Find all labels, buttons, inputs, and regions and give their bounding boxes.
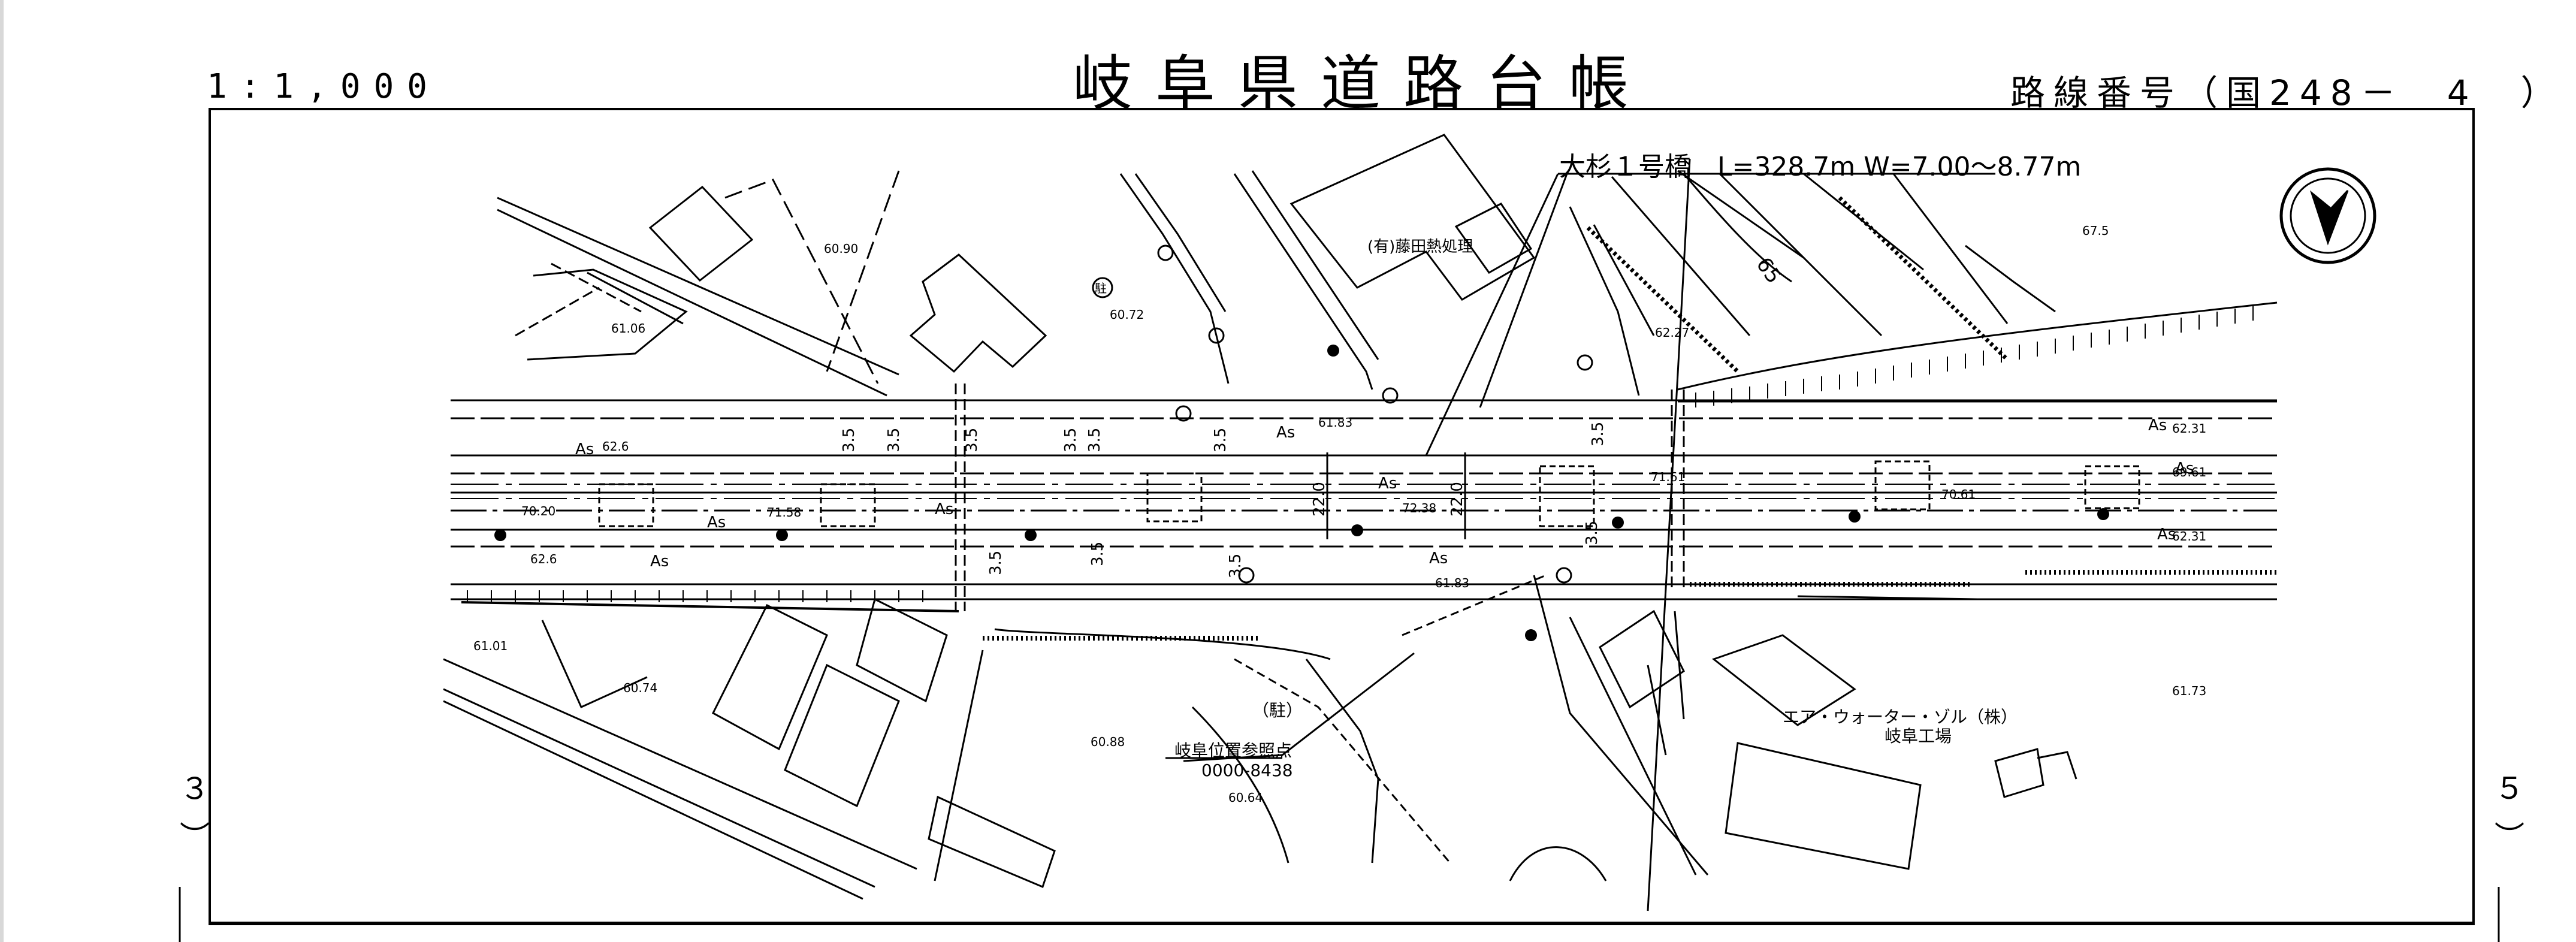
main-road bbox=[451, 399, 2277, 600]
center-width: 22.0 bbox=[1448, 482, 1466, 517]
scale-label: 1:1,000 bbox=[207, 67, 441, 106]
elevation-label: 72.38 bbox=[1402, 501, 1436, 515]
dimension-markers bbox=[1326, 452, 1466, 539]
surface-label: As bbox=[2157, 526, 2176, 544]
building-air-water-plant: 岐阜工場 bbox=[1885, 726, 1952, 746]
route-number-label: 路線番号（国248－ 4 ） bbox=[2010, 73, 2564, 113]
lane-width: 3.5 bbox=[987, 551, 1005, 575]
elevation-label: 60.90 bbox=[824, 241, 858, 256]
elevation-label: 71.58 bbox=[767, 505, 801, 520]
surface-label: As bbox=[1276, 424, 1295, 442]
surface-label: As bbox=[650, 552, 669, 570]
lane-width: 3.5 bbox=[963, 428, 981, 452]
elevation-label: 62.6 bbox=[602, 439, 629, 454]
surface-label: As bbox=[935, 500, 953, 518]
building-fujita: (有)藤田熱処理 bbox=[1367, 238, 1473, 256]
bridge-piers bbox=[598, 460, 2140, 527]
elevation-label: 61.83 bbox=[1318, 415, 1352, 430]
reference-point-title: 岐阜位置参照点 bbox=[1174, 741, 1292, 760]
lane-width: 3.5 bbox=[1089, 542, 1107, 566]
curb-hatching bbox=[467, 306, 2254, 602]
page-title: 岐阜県道路台帳 bbox=[1073, 49, 1651, 119]
contour-label: 65 bbox=[1751, 253, 1786, 288]
lane-width: 3.5 bbox=[1227, 554, 1245, 578]
reference-point-code: 0000-8438 bbox=[1201, 760, 1293, 780]
utility-poles bbox=[494, 345, 2109, 641]
lane-width: 3.5 bbox=[1086, 428, 1104, 452]
bridge-label: 大杉１号橋 L=328.7m W=7.00～8.77m bbox=[1559, 152, 2082, 182]
elevation-label: 62.31 bbox=[2172, 421, 2206, 436]
surface-label: As bbox=[2175, 460, 2194, 478]
contour-65 bbox=[1683, 173, 1792, 283]
sheet-index-left: ３） bbox=[175, 773, 210, 869]
elevation-label: 60.64 bbox=[1228, 790, 1263, 805]
poles-outline bbox=[1092, 244, 1593, 584]
elevation-label: 70.61 bbox=[1941, 487, 1976, 502]
surface-label: As bbox=[575, 440, 594, 458]
lane-width: 3.5 bbox=[1062, 428, 1080, 452]
center-width: 22.0 bbox=[1310, 482, 1328, 517]
elevation-label: 67.5 bbox=[2082, 224, 2109, 238]
north-arrow-icon bbox=[2279, 167, 2376, 264]
south-buildings bbox=[443, 570, 2277, 900]
surface-labels: As As As As As As As As As As bbox=[575, 416, 2194, 570]
parking-symbol: 駐 bbox=[1095, 281, 1107, 295]
lane-width: 3.5 bbox=[1583, 521, 1601, 545]
elevation-label: 62.31 bbox=[2172, 529, 2206, 544]
elevation-label: 62.6 bbox=[530, 552, 557, 566]
reference-parking-label: （駐） bbox=[1252, 701, 1303, 720]
north-buildings bbox=[497, 134, 2278, 403]
leader-lines bbox=[1165, 158, 1995, 911]
elevation-label: 61.01 bbox=[473, 639, 508, 653]
elevation-label: 71.61 bbox=[1651, 470, 1685, 484]
elevation-label: 62.27 bbox=[1655, 325, 1689, 340]
surface-label: As bbox=[1378, 475, 1397, 493]
elevation-label: 61.06 bbox=[611, 321, 645, 336]
elevation-label: 61.83 bbox=[1435, 576, 1469, 590]
elevation-label: 61.73 bbox=[2172, 684, 2206, 698]
surface-label: As bbox=[707, 514, 726, 532]
surface-label: As bbox=[2148, 416, 2167, 434]
elevation-label: 60.74 bbox=[623, 681, 657, 695]
elevation-label: 69.61 bbox=[2172, 465, 2206, 479]
page-edge bbox=[0, 0, 4, 942]
elevation-label: 60.72 bbox=[1110, 307, 1144, 322]
building-air-water: エア・ウォーター・ゾル（株） bbox=[1783, 707, 2018, 727]
surface-label: As bbox=[1429, 550, 1448, 567]
lane-width: 3.5 bbox=[885, 428, 903, 452]
sheet-index-right: ５） bbox=[2490, 773, 2524, 869]
elevation-label: 60.88 bbox=[1091, 735, 1125, 749]
lane-width: 3.5 bbox=[1589, 422, 1607, 446]
elevation-label: 70.20 bbox=[521, 504, 555, 518]
lane-width: 3.5 bbox=[1212, 428, 1230, 452]
lane-width: 3.5 bbox=[840, 428, 858, 452]
elevation-labels: 60.90 61.06 60.72 67.5 62.27 61.83 62.6 … bbox=[473, 224, 2206, 805]
